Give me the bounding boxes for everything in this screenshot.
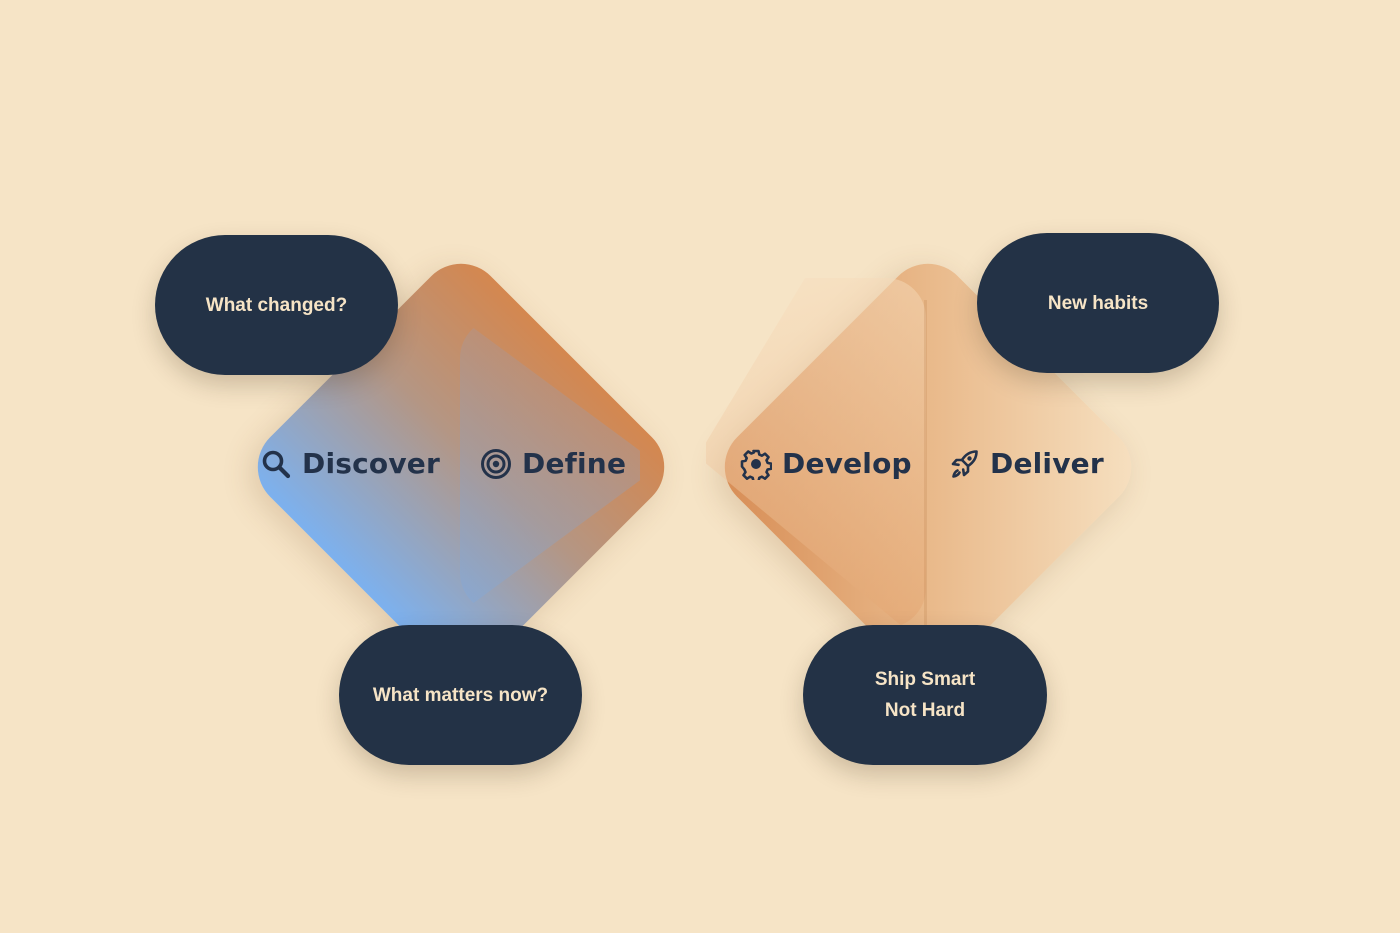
search-icon <box>260 448 292 480</box>
pill-new-habits-label: New habits <box>1047 292 1149 314</box>
phase-define: Define <box>480 447 626 480</box>
pill-what-matters-now-label: What matters now? <box>372 684 549 706</box>
phase-discover: Discover <box>260 447 440 480</box>
target-icon <box>480 448 512 480</box>
rocket-icon <box>948 448 980 480</box>
phase-discover-label: Discover <box>302 447 440 480</box>
phase-deliver: Deliver <box>948 447 1104 480</box>
right-diamond-divider <box>924 300 927 625</box>
phase-define-label: Define <box>522 447 627 480</box>
pill-ship-smart-line1: Ship Smart <box>874 669 976 690</box>
pill-new-habits: New habits <box>977 233 1219 373</box>
phase-deliver-label: Deliver <box>990 447 1104 480</box>
pill-ship-smart-line2: Not Hard <box>884 700 966 721</box>
gear-icon <box>740 448 772 480</box>
pill-ship-smart: Ship Smart Not Hard <box>803 625 1047 765</box>
pill-what-changed-label: What changed? <box>205 294 348 316</box>
phase-develop: Develop <box>740 447 912 480</box>
pill-what-matters-now: What matters now? <box>339 625 582 765</box>
phase-develop-label: Develop <box>782 447 912 480</box>
pill-what-changed: What changed? <box>155 235 398 375</box>
